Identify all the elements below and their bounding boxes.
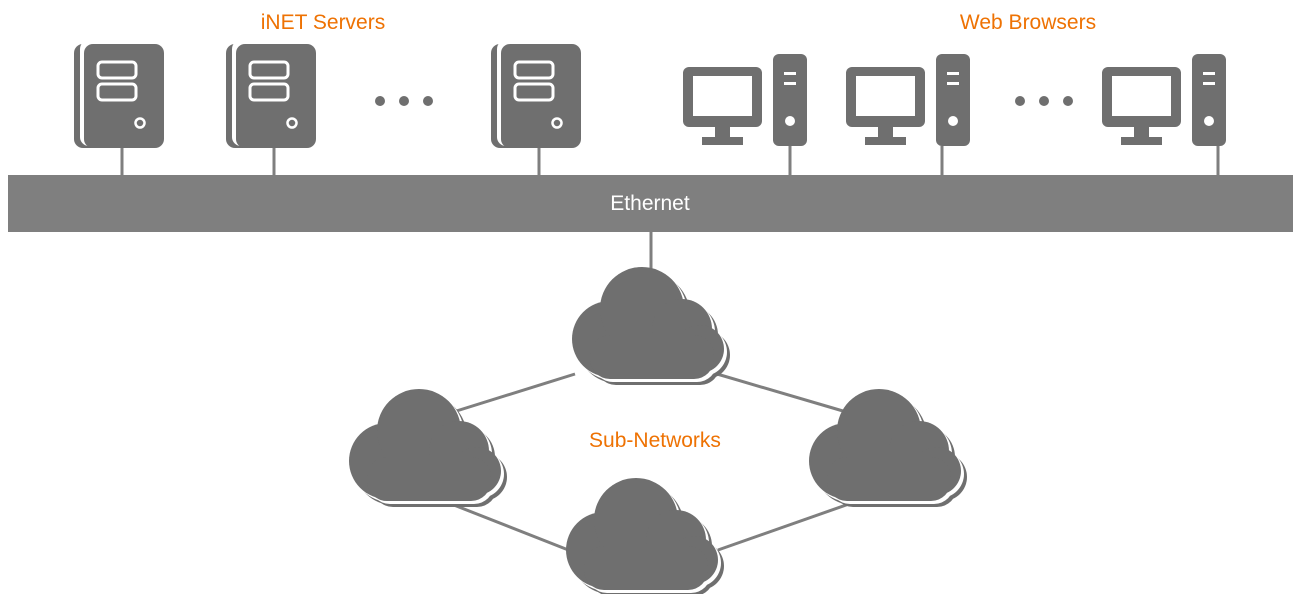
desktop-computer-icon xyxy=(846,54,970,146)
ethernet-label: Ethernet xyxy=(610,192,690,215)
server-icon xyxy=(224,38,318,150)
server-icon xyxy=(72,38,166,150)
desktop-computer-icon xyxy=(683,54,807,146)
cloud-icon xyxy=(572,267,730,385)
server-icon xyxy=(489,38,583,150)
ethernet-bus xyxy=(8,175,1293,232)
browsers-group-label: Web Browsers xyxy=(959,11,1097,34)
cloud-icon xyxy=(349,389,507,507)
ellipsis-icon xyxy=(1015,96,1073,106)
ellipsis-icon xyxy=(375,96,433,106)
cloud-icon xyxy=(566,478,724,594)
drop-lines xyxy=(120,146,1220,290)
desktop-computer-icon xyxy=(1102,54,1226,146)
servers-group-label: iNET Servers xyxy=(260,11,386,34)
subnetworks-label: Sub-Networks xyxy=(589,429,721,452)
